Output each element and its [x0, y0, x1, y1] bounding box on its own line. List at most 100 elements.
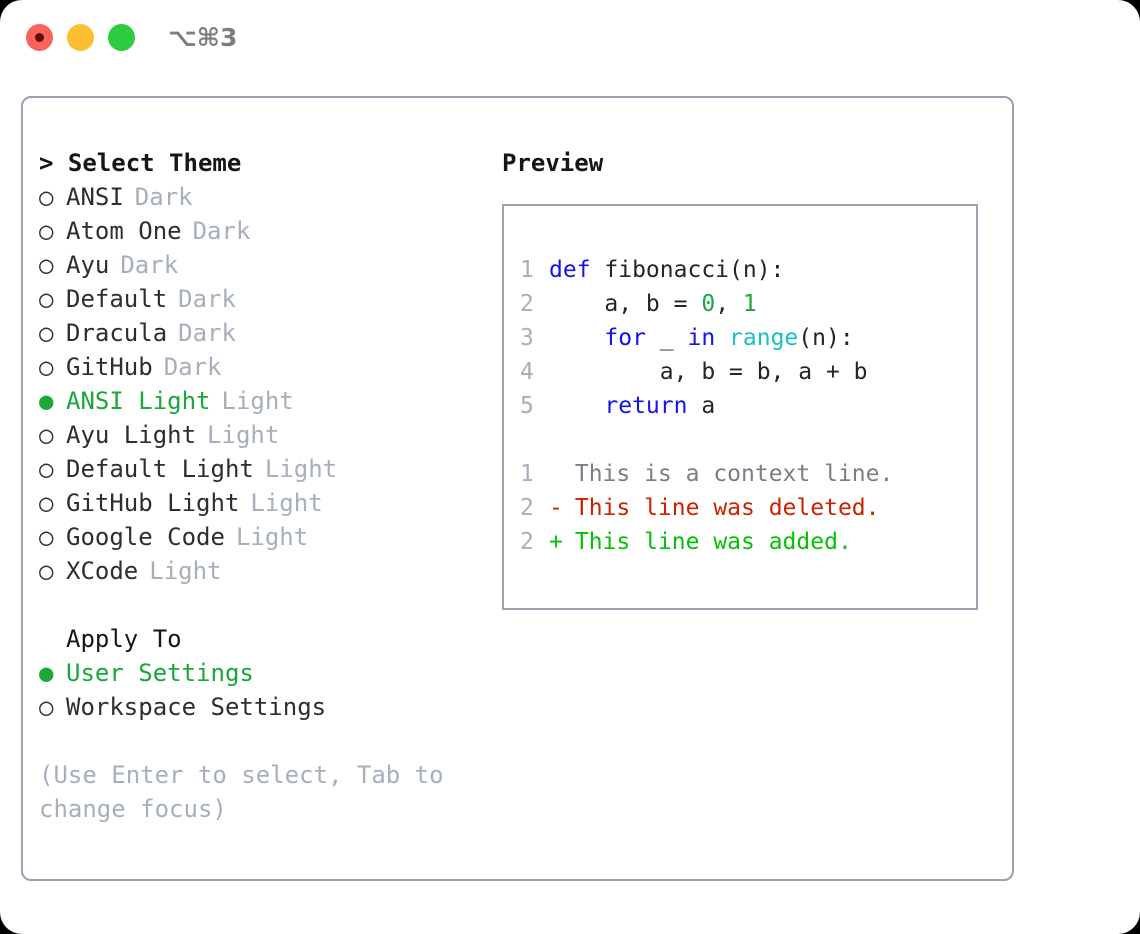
theme-item-name: Default Light: [66, 455, 254, 483]
theme-item-ansi[interactable]: ○ ANSI Dark: [39, 180, 489, 214]
line-number: 1: [520, 257, 534, 283]
keyboard-hint: (Use Enter to select, Tab to change focu…: [39, 761, 444, 823]
theme-item-dracula[interactable]: ○ Dracula Dark: [39, 316, 489, 350]
theme-item-name: ANSI Light: [66, 387, 211, 415]
theme-item-variant: Dark: [120, 251, 179, 279]
title-bar: ⌥⌘3: [0, 0, 1140, 78]
line-number: 3: [520, 325, 534, 351]
code-token: a, b = b, a + b: [549, 359, 868, 385]
radio-unselected-icon: ○: [39, 693, 54, 721]
diff-line-context: 1 This is a context line.: [520, 457, 970, 491]
theme-item-name: XCode: [66, 557, 139, 585]
window-controls: [26, 24, 135, 51]
code-token: [549, 393, 604, 419]
code-token: def: [549, 257, 591, 283]
theme-item-name: ANSI: [66, 183, 124, 211]
radio-unselected-icon: ○: [39, 523, 54, 551]
maximize-button[interactable]: [108, 24, 135, 51]
line-number: 2: [520, 495, 534, 521]
preview-header: Preview: [502, 149, 604, 177]
code-token: 1: [742, 291, 757, 317]
code-line: 3 for _ in range(n):: [520, 321, 970, 355]
theme-item-name: Atom One: [66, 217, 182, 245]
diff-text: This line was deleted.: [561, 495, 880, 521]
code-token: fibonacci(n):: [590, 257, 785, 283]
theme-item-ansi-light[interactable]: ● ANSI Light Light: [39, 384, 489, 418]
code-token: in: [687, 325, 716, 351]
diff-lines: 1 This is a context line.2- This line wa…: [520, 457, 970, 559]
radio-unselected-icon: ○: [39, 319, 54, 347]
theme-item-variant: Light: [149, 557, 222, 585]
theme-item-name: GitHub: [66, 353, 153, 381]
code-token: a: [687, 393, 716, 419]
code-line: 5 return a: [520, 389, 970, 423]
theme-item-name: GitHub Light: [66, 489, 240, 517]
diff-line-added: 2 + This line was added.: [520, 525, 970, 559]
theme-item-variant: Light: [207, 421, 280, 449]
code-token: [715, 325, 729, 351]
radio-unselected-icon: ○: [39, 557, 54, 585]
diff-text: This is a context line.: [561, 461, 894, 487]
record-dot-icon: [35, 33, 44, 42]
theme-item-name: Ayu: [66, 251, 110, 279]
theme-item-xcode[interactable]: ○ XCode Light: [39, 554, 489, 588]
diff-text: This line was added.: [561, 529, 852, 555]
apply-to-option-workspace-settings[interactable]: ○ Workspace Settings: [39, 690, 489, 724]
code-line: 2 a, b = 0, 1: [520, 287, 970, 321]
diff-line-content: + This line was added.: [549, 529, 852, 555]
radio-unselected-icon: ○: [39, 285, 54, 313]
minimize-button[interactable]: [67, 24, 94, 51]
theme-list-header: > Select Theme: [39, 149, 242, 177]
theme-item-variant: Dark: [178, 319, 236, 347]
code-token: ,: [715, 291, 743, 317]
theme-item-variant: Dark: [134, 183, 193, 211]
code-token: _: [645, 325, 688, 351]
line-number: 4: [520, 359, 534, 385]
theme-item-variant: Light: [221, 387, 294, 415]
theme-item-variant: Dark: [163, 353, 222, 381]
apply-to-option-label: User Settings: [66, 659, 254, 687]
radio-selected-icon: ●: [39, 387, 54, 415]
theme-item-variant: Light: [264, 455, 338, 483]
radio-unselected-icon: ○: [39, 183, 54, 211]
code-token: (n):: [798, 325, 854, 351]
theme-item-default[interactable]: ○ Default Dark: [39, 282, 489, 316]
code-line: 4 a, b = b, a + b: [520, 355, 970, 389]
apply-to-list: ●User Settings ○ Workspace Settings: [39, 656, 489, 724]
code-token: 0: [701, 291, 716, 317]
diff-sign: [549, 457, 561, 491]
theme-item-name: Default: [66, 285, 168, 313]
theme-item-ayu[interactable]: ○ Ayu Dark: [39, 248, 489, 282]
code-token: for: [604, 325, 646, 351]
diff-sign: -: [549, 495, 563, 521]
code-line: 1 def fibonacci(n):: [520, 253, 970, 287]
close-button[interactable]: [26, 24, 53, 51]
theme-item-variant: Light: [235, 523, 309, 551]
spacer: [39, 588, 489, 622]
theme-item-variant: Dark: [192, 217, 251, 245]
diff-line-deleted: 2- This line was deleted.: [520, 491, 970, 525]
diff-sign: +: [549, 529, 563, 555]
theme-item-name: Dracula: [66, 319, 168, 347]
theme-item-variant: Dark: [178, 285, 236, 313]
diff-line-content: - This line was deleted.: [549, 495, 880, 521]
line-number: 5: [520, 393, 534, 419]
line-number: 2: [520, 529, 534, 555]
code-token: a, b =: [549, 291, 702, 317]
radio-unselected-icon: ○: [39, 251, 54, 279]
apply-to-option-user-settings[interactable]: ●User Settings: [39, 656, 489, 690]
apply-to-option-label: Workspace Settings: [66, 693, 327, 721]
line-number: 2: [520, 291, 534, 317]
radio-unselected-icon: ○: [39, 489, 54, 517]
